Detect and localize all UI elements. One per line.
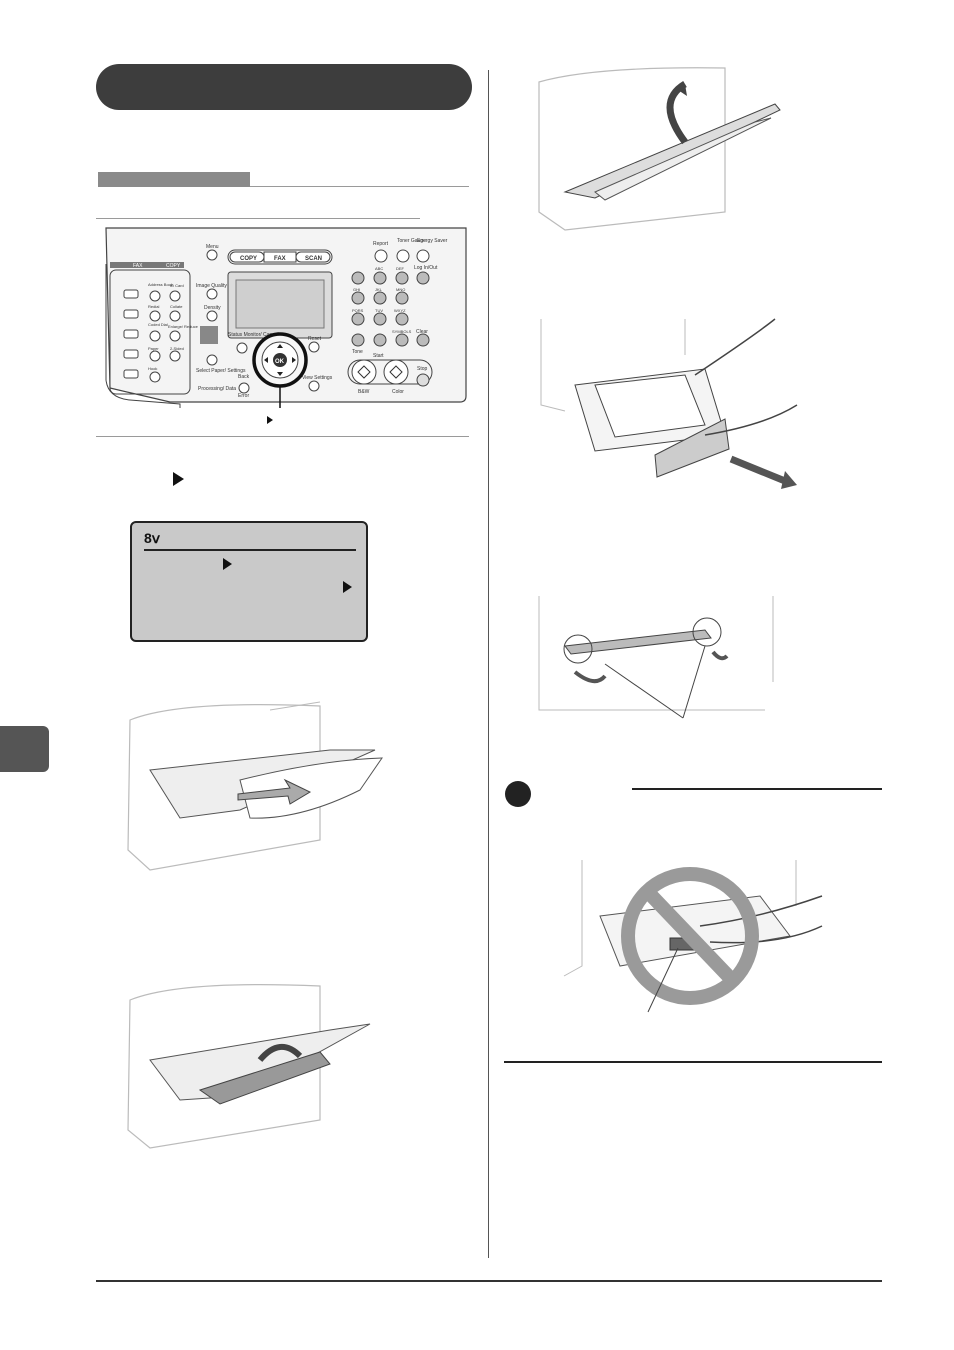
prohibited-handling-illustration <box>563 860 823 1013</box>
density-button[interactable] <box>206 310 218 322</box>
view-settings-label: View Settings <box>302 375 333 381</box>
lcd-title-rule <box>144 549 356 551</box>
subsection-underline <box>250 186 469 187</box>
column-divider <box>488 70 489 1258</box>
tray-extension-illustration <box>127 984 371 1149</box>
one-touch-label-1: Coded Dial <box>148 322 168 327</box>
rule-bottom <box>96 436 469 437</box>
section-title-bar <box>96 64 472 110</box>
arrow-right-icon <box>173 472 184 486</box>
view-settings-button[interactable] <box>308 380 320 392</box>
select-paper-button[interactable] <box>206 354 218 366</box>
key-label-symbols: SYMBOLS <box>392 329 412 334</box>
feed-slot-cover-illustration <box>538 67 781 231</box>
color-label: Color <box>392 389 404 395</box>
manual-feed-tray-illustration <box>127 701 383 871</box>
arrow-right-icon <box>343 581 352 593</box>
chapter-tab <box>0 726 49 772</box>
one-touch-label-5: Collate <box>170 304 183 309</box>
density-label: Density <box>204 305 221 311</box>
report-button[interactable] <box>374 249 388 263</box>
tone-label: Tone <box>352 349 363 355</box>
copy-tab-label: COPY <box>166 263 181 269</box>
image-quality-button[interactable] <box>206 288 218 300</box>
paper-drawer-illustration <box>540 318 798 489</box>
one-touch-label-8: ID Card <box>170 283 184 288</box>
stop-label: Stop <box>417 366 428 372</box>
scan-button[interactable] <box>295 251 331 263</box>
back-button[interactable] <box>238 382 250 394</box>
energy-saver-label: Energy Saver <box>417 238 448 244</box>
processing-data-label: Processing/ Data <box>198 386 236 392</box>
key-label-def: DEF <box>396 266 405 271</box>
arrow-right-icon <box>223 558 232 570</box>
toner-gauge-label: Toner Gauge <box>397 238 426 244</box>
fax-button-label: FAX <box>274 256 286 262</box>
start-color-button[interactable] <box>383 359 409 385</box>
log-in-out-label: Log In/Out <box>414 265 438 271</box>
reset-button[interactable] <box>308 341 320 353</box>
important-rule <box>632 788 882 790</box>
one-touch-label-2: Paper <box>148 346 159 351</box>
arrow-right-icon <box>267 416 273 424</box>
start-bw-button[interactable] <box>351 359 377 385</box>
menu-button[interactable] <box>206 249 218 261</box>
key-label-pqrs: PQRS <box>352 308 364 313</box>
roller-rail-illustration <box>538 596 774 719</box>
footer-rule <box>96 1280 882 1282</box>
machine-icon <box>200 326 218 344</box>
bw-label: B&W <box>358 389 370 395</box>
error-label: Error <box>238 393 249 399</box>
stop-button[interactable] <box>416 373 430 387</box>
start-label: Start <box>373 353 384 359</box>
operation-panel-illustration: FAX COPY Address Book Coded Dial Paper H… <box>105 227 467 408</box>
select-paper-label: Select Paper/ Settings <box>196 368 246 374</box>
note-rule <box>504 1061 882 1063</box>
clear-label: Clear <box>416 329 428 335</box>
menu-glyph-icon: 8ⅴ <box>144 530 161 546</box>
ok-button[interactable] <box>273 353 287 367</box>
key-label-mno: MNO <box>396 287 405 292</box>
rule-top <box>96 218 420 219</box>
one-touch-label-6: 2-Sided <box>170 346 184 351</box>
key-label-wxyz: WXYZ <box>394 308 406 313</box>
back-label: Back <box>238 374 250 380</box>
key-label-tuv: TUV <box>375 308 383 313</box>
ok-label: OK <box>275 359 285 365</box>
scan-button-label: SCAN <box>305 256 322 262</box>
key-label-ghi: GHI <box>353 287 360 292</box>
one-touch-label-4: Redial <box>148 304 159 309</box>
reset-label: Reset <box>308 336 322 342</box>
image-quality-label: Image Quality <box>196 283 227 289</box>
subsection-tab <box>98 172 250 187</box>
one-touch-label-0: Address Book <box>148 282 173 287</box>
copy-button-label: COPY <box>240 256 257 262</box>
key-label-abc: ABC <box>375 266 383 271</box>
report-label: Report <box>373 241 389 247</box>
one-touch-label-7: Enlarge/ Reduce <box>168 324 199 329</box>
prohibition-icon <box>621 867 759 1005</box>
status-monitor-label: Status Monitor/ Cancel <box>228 332 279 338</box>
toner-gauge-button[interactable] <box>396 249 410 263</box>
key-label-jkl: JKL <box>375 287 383 292</box>
stop-hand-icon <box>505 781 531 807</box>
one-touch-label-3: Hook <box>148 366 157 371</box>
lcd-screen <box>130 521 368 642</box>
energy-saver-button[interactable] <box>416 249 430 263</box>
start-diamond-icon <box>357 365 403 379</box>
fax-tab-label: FAX <box>133 263 143 269</box>
status-monitor-button[interactable] <box>236 342 248 354</box>
menu-label: Menu <box>206 244 219 250</box>
